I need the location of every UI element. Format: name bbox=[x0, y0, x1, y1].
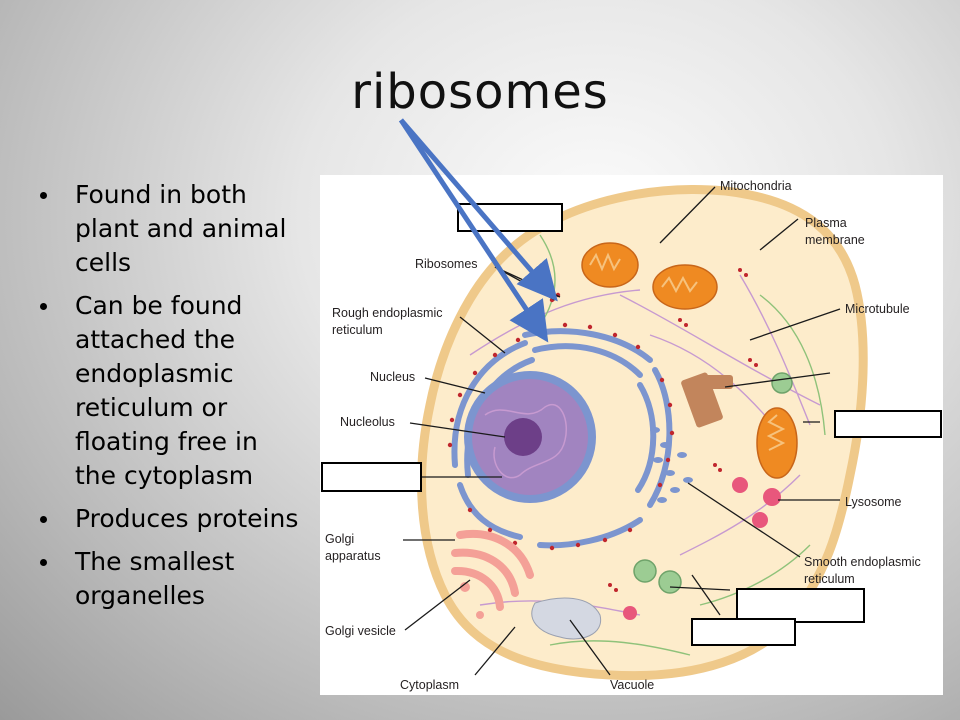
label-golgi-apparatus-2: apparatus bbox=[325, 549, 381, 563]
blank-answer-box bbox=[834, 410, 942, 438]
smooth-er bbox=[650, 427, 693, 503]
label-rough-er-2: reticulum bbox=[332, 323, 383, 337]
golgi-apparatus bbox=[451, 530, 534, 611]
blank-answer-box bbox=[736, 588, 865, 623]
blank-answer-box bbox=[691, 618, 796, 646]
label-nucleolus: Nucleolus bbox=[340, 415, 395, 429]
label-mitochondria: Mitochondria bbox=[720, 179, 792, 193]
bullet-item: Found in both plant and animal cells bbox=[38, 178, 306, 280]
label-golgi-apparatus-1: Golgi bbox=[325, 532, 354, 546]
vacuole bbox=[531, 597, 602, 640]
bullet-item: Produces proteins bbox=[38, 502, 306, 536]
label-microtubule: Microtubule bbox=[845, 302, 910, 316]
slide-title: ribosomes bbox=[351, 64, 609, 120]
label-ribosomes: Ribosomes bbox=[415, 257, 478, 271]
lysosomes bbox=[623, 477, 781, 620]
label-plasma-membrane-2: membrane bbox=[805, 233, 865, 247]
label-vacuole: Vacuole bbox=[610, 678, 654, 692]
rough-er bbox=[451, 328, 673, 549]
blank-answer-box bbox=[457, 203, 563, 232]
blank-answer-box bbox=[321, 462, 422, 492]
centrioles bbox=[681, 372, 733, 428]
bullet-item: The smallest organelles bbox=[38, 545, 306, 613]
label-smooth-er-2: reticulum bbox=[804, 572, 855, 586]
bullet-list: Found in both plant and animal cells Can… bbox=[38, 178, 306, 622]
label-lysosome: Lysosome bbox=[845, 495, 902, 509]
label-plasma-membrane-1: Plasma bbox=[805, 216, 847, 230]
label-nucleus: Nucleus bbox=[370, 370, 415, 384]
green-vesicles bbox=[633, 372, 793, 594]
label-rough-er-1: Rough endoplasmic bbox=[332, 306, 443, 320]
label-golgi-vesicle: Golgi vesicle bbox=[325, 624, 396, 638]
nucleolus bbox=[504, 418, 542, 456]
label-cytoplasm: Cytoplasm bbox=[400, 678, 459, 692]
ribosome-dots bbox=[447, 268, 758, 592]
label-smooth-er-1: Smooth endoplasmic bbox=[804, 555, 921, 569]
bullet-item: Can be found attached the endoplasmic re… bbox=[38, 289, 306, 493]
